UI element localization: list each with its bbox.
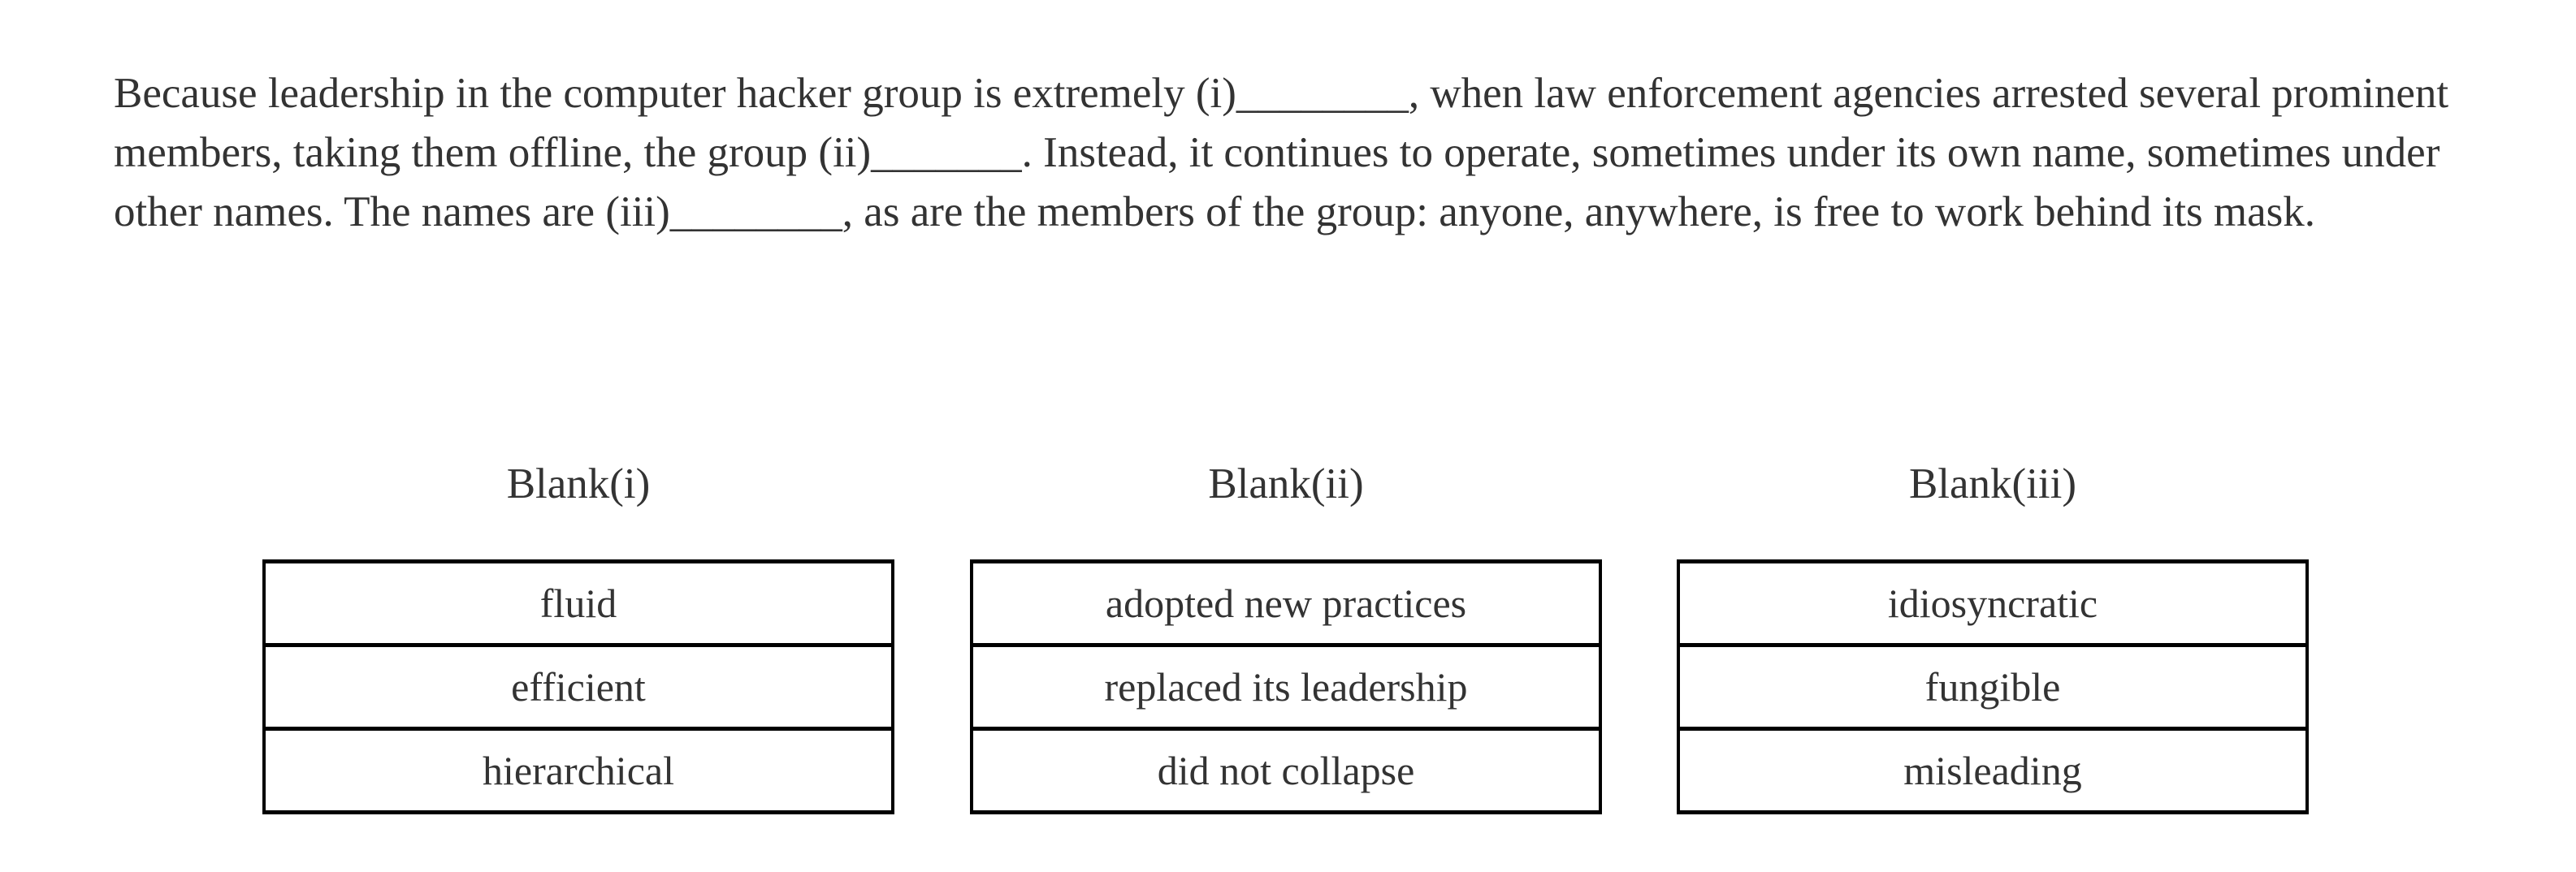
choice-blank-ii-option-3[interactable]: did not collapse: [973, 727, 1599, 810]
passage-line-3: other names. The names are (iii)________…: [114, 188, 2316, 235]
choice-blank-i-option-3[interactable]: hierarchical: [266, 727, 891, 810]
choice-label: hierarchical: [483, 748, 674, 793]
choice-label: idiosyncratic: [1887, 581, 2098, 626]
question-passage: Because leadership in the computer hacke…: [114, 64, 2448, 242]
passage-line-1: Because leadership in the computer hacke…: [114, 70, 2449, 117]
choice-blank-ii-option-2[interactable]: replaced its leadership: [973, 643, 1599, 727]
choice-label: adopted new practices: [1105, 581, 1467, 626]
choice-label: misleading: [1903, 748, 2082, 793]
choice-blank-iii-option-2[interactable]: fungible: [1680, 643, 2305, 727]
choice-blank-i-option-2[interactable]: efficient: [266, 643, 891, 727]
blank-ii-choices-table: adopted new practices replaced its leade…: [970, 559, 1602, 814]
blank-ii-label: Blank(ii): [1208, 460, 1364, 507]
choice-blank-iii-option-1[interactable]: idiosyncratic: [1680, 563, 2305, 643]
choice-label: fluid: [539, 581, 617, 626]
choice-label: fungible: [1924, 664, 2061, 710]
passage-line-2: members, taking them offline, the group …: [114, 129, 2440, 176]
blank-iii-choices-table: idiosyncratic fungible misleading: [1677, 559, 2309, 814]
choice-label: replaced its leadership: [1104, 664, 1468, 710]
choice-label: did not collapse: [1157, 748, 1415, 793]
choice-label: efficient: [511, 664, 646, 710]
choice-blank-i-option-1[interactable]: fluid: [266, 563, 891, 643]
blank-iii-label: Blank(iii): [1908, 460, 2077, 507]
blank-i-choices-table: fluid efficient hierarchical: [262, 559, 894, 814]
blank-i-label: Blank(i): [506, 460, 651, 507]
choice-blank-iii-option-3[interactable]: misleading: [1680, 727, 2305, 810]
choice-blank-ii-option-1[interactable]: adopted new practices: [973, 563, 1599, 643]
